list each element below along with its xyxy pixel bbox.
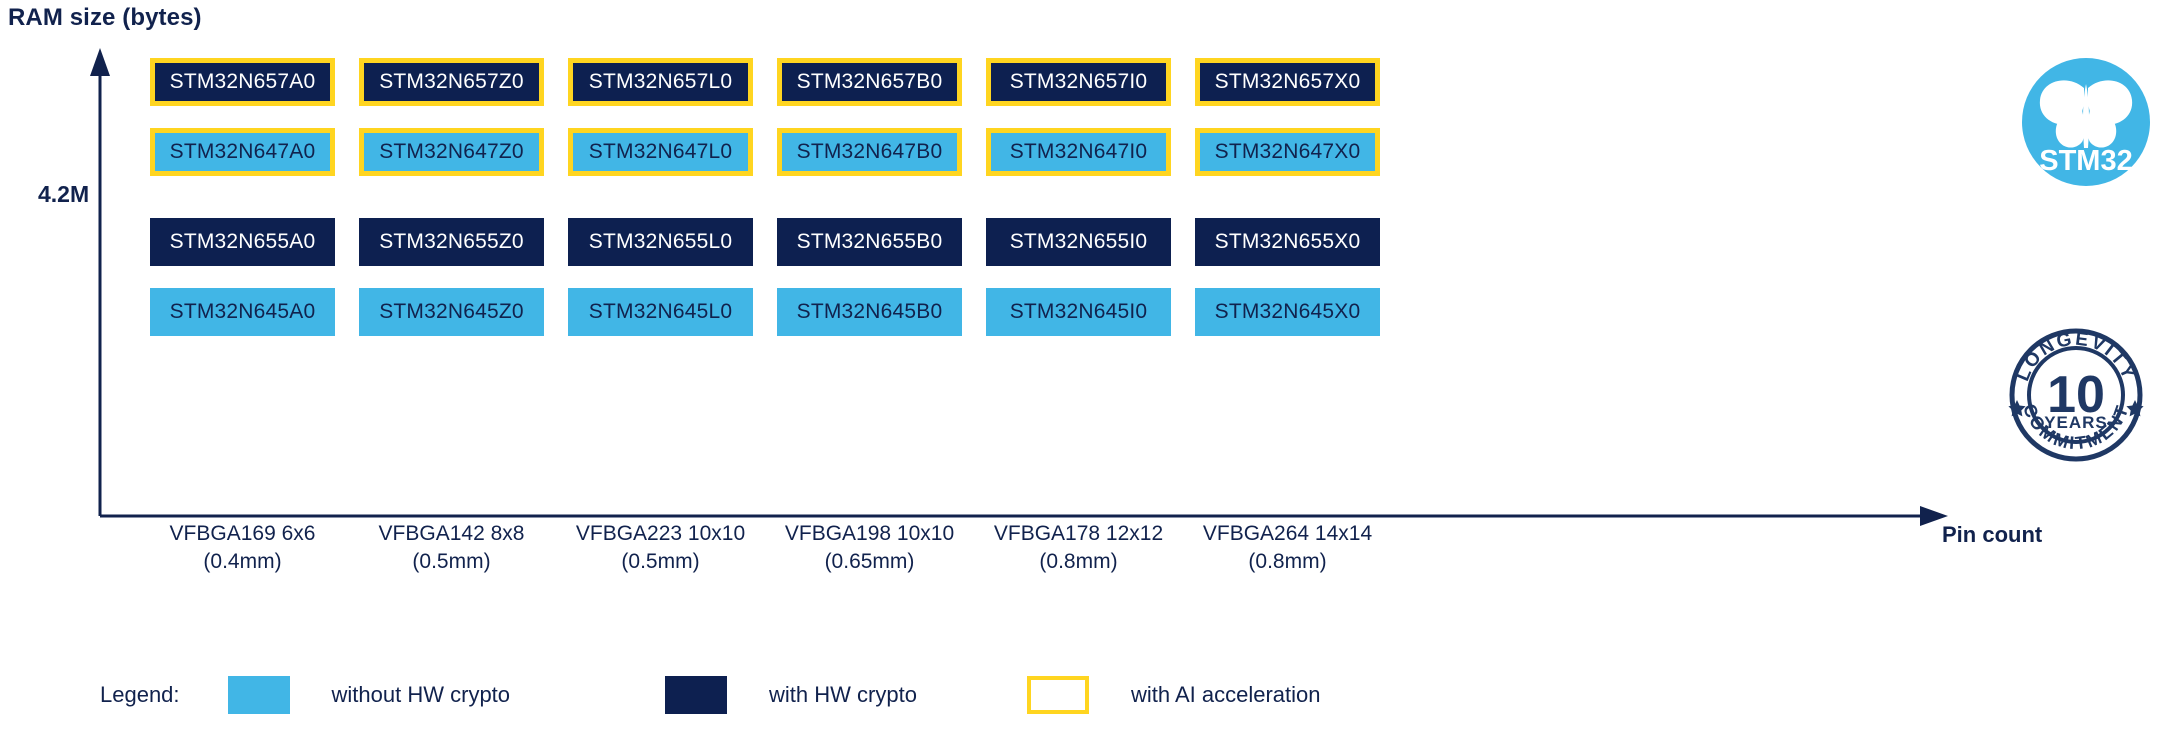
x-label-line1: VFBGA178 12x12 (993, 522, 1164, 545)
part-box[interactable]: STM32N655I0 (986, 218, 1171, 266)
legend-label: without HW crypto (331, 682, 511, 707)
star-icon (2126, 400, 2144, 417)
x-axis-tick-label: VFBGA223 10x10 (0.5mm) (568, 520, 753, 577)
x-axis-tick-label: VFBGA169 6x6 (0.4mm) (150, 520, 335, 577)
stm32-logo-text: STM32 (2039, 145, 2132, 177)
part-box[interactable]: STM32N657Z0 (359, 58, 544, 106)
part-box[interactable]: STM32N657A0 (150, 58, 335, 106)
part-box[interactable]: STM32N655B0 (777, 218, 962, 266)
part-box[interactable]: STM32N655L0 (568, 218, 753, 266)
x-label-line2: (0.5mm) (412, 550, 491, 574)
legend-entry-with-ai-acceleration: with AI acceleration (1026, 676, 1321, 714)
part-box[interactable]: STM32N645A0 (150, 288, 335, 336)
part-box[interactable]: STM32N645I0 (986, 288, 1171, 336)
part-box[interactable]: STM32N657L0 (568, 58, 753, 106)
part-box[interactable]: STM32N645L0 (568, 288, 753, 336)
part-box[interactable]: STM32N657I0 (986, 58, 1171, 106)
x-axis-tick-label: VFBGA178 12x12 (0.8mm) (986, 520, 1171, 577)
x-label-line2: (0.8mm) (1039, 550, 1118, 574)
part-box[interactable]: STM32N655Z0 (359, 218, 544, 266)
product-matrix: STM32N657A0 STM32N657Z0 STM32N657L0 STM3… (150, 58, 1395, 336)
x-label-line1: VFBGA223 10x10 (575, 522, 746, 545)
part-box[interactable]: STM32N647A0 (150, 128, 335, 176)
x-label-line2: (0.8mm) (1248, 550, 1327, 574)
x-label-line1: VFBGA142 8x8 (378, 522, 525, 545)
stm32-logo-icon: STM32 (2022, 58, 2150, 186)
longevity-commitment-badge-icon: LONGEVITY COMMITMENT 10 YEARS (2008, 328, 2144, 462)
x-label-line1: VFBGA169 6x6 (169, 522, 316, 545)
star-icon (2008, 400, 2026, 417)
x-axis-tick-label: VFBGA198 10x10 (0.65mm) (777, 520, 962, 577)
part-box[interactable]: STM32N657X0 (1195, 58, 1380, 106)
x-axis-tick-label: VFBGA264 14x14 (0.8mm) (1195, 520, 1380, 577)
row-spacer (150, 106, 1380, 128)
x-label-line2: (0.4mm) (203, 550, 282, 574)
legend-title: Legend: (100, 682, 180, 707)
part-box[interactable]: STM32N647Z0 (359, 128, 544, 176)
row-spacer (150, 266, 1380, 288)
part-box[interactable]: STM32N647B0 (777, 128, 962, 176)
part-box[interactable]: STM32N647L0 (568, 128, 753, 176)
x-label-line1: VFBGA198 10x10 (784, 522, 955, 545)
part-box[interactable]: STM32N657B0 (777, 58, 962, 106)
longevity-number-text: 10 (2047, 366, 2105, 424)
longevity-years-text: YEARS (2044, 413, 2108, 432)
x-axis-labels: VFBGA169 6x6 (0.4mm) VFBGA142 8x8 (0.5mm… (150, 520, 1395, 577)
legend-swatch-yellow-outline (1026, 676, 1089, 714)
part-box[interactable]: STM32N647X0 (1195, 128, 1380, 176)
legend-label: with HW crypto (769, 682, 917, 707)
y-axis-title: RAM size (bytes) (8, 4, 202, 31)
legend-entry-with-hw-crypto: with HW crypto (665, 676, 917, 714)
part-box[interactable]: STM32N647I0 (986, 128, 1171, 176)
part-box[interactable]: STM32N645Z0 (359, 288, 544, 336)
part-box[interactable]: STM32N645B0 (777, 288, 962, 336)
part-box[interactable]: STM32N655A0 (150, 218, 335, 266)
legend-swatch-light-blue (227, 676, 290, 714)
legend-swatch-dark-navy (665, 676, 728, 714)
x-label-line2: (0.5mm) (621, 550, 700, 574)
legend-entry-without-hw-crypto: without HW crypto (227, 676, 511, 714)
legend-label: with AI acceleration (1130, 682, 1321, 707)
part-box[interactable]: STM32N645X0 (1195, 288, 1380, 336)
x-label-line1: VFBGA264 14x14 (1202, 522, 1373, 545)
row-spacer (150, 176, 1380, 218)
x-axis-title: Pin count (1942, 522, 2043, 547)
y-axis-tick-label: 4.2M (38, 181, 90, 207)
legend: Legend: without HW crypto with HW crypto… (100, 676, 1321, 714)
x-axis-tick-label: VFBGA142 8x8 (0.5mm) (359, 520, 544, 577)
part-box[interactable]: STM32N655X0 (1195, 218, 1380, 266)
x-label-line2: (0.65mm) (824, 550, 915, 574)
